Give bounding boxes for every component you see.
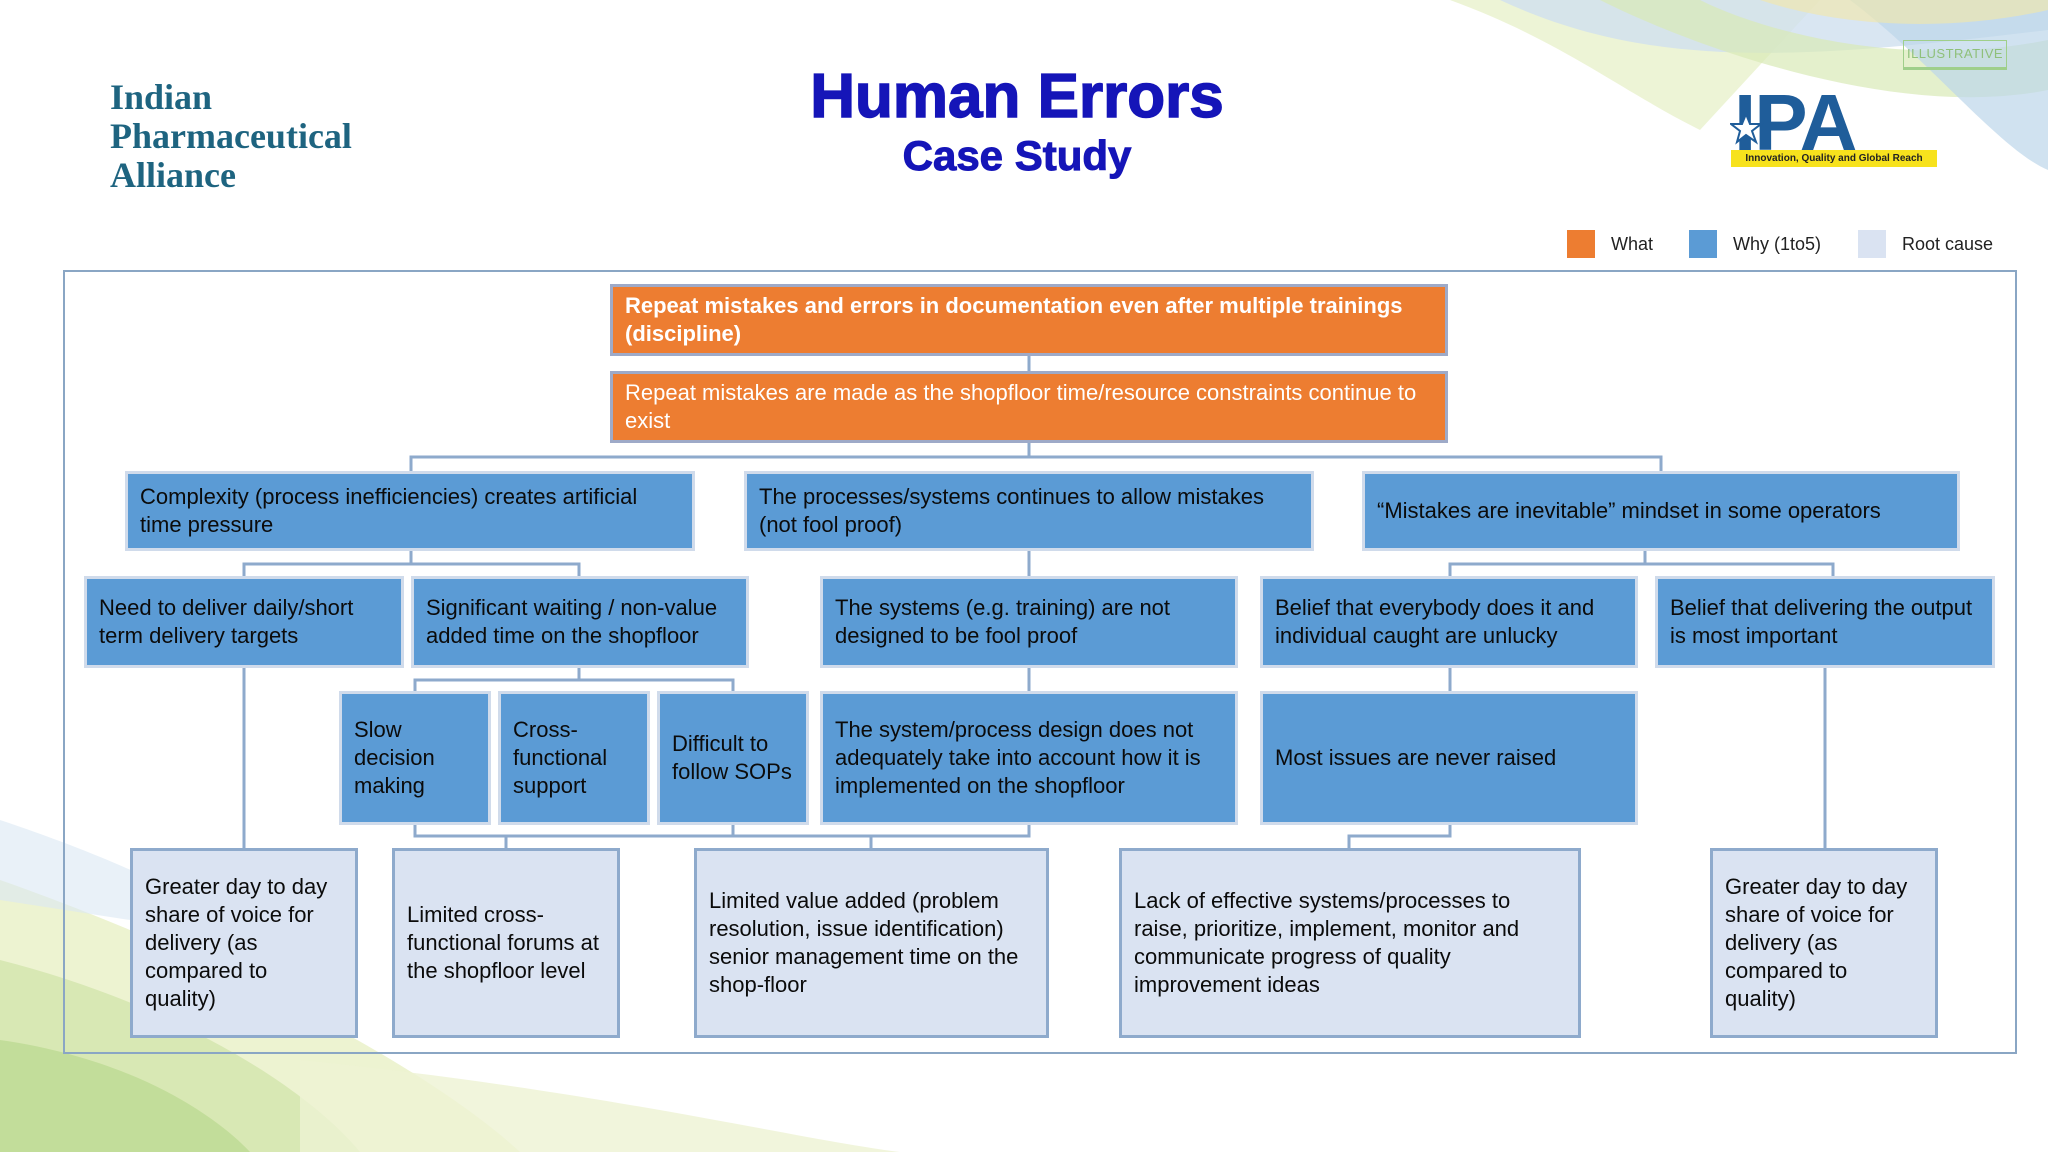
legend-label-root-cause: Root cause [1902,233,1994,254]
what-box-primary: Repeat mistakes and errors in documentat… [610,284,1448,356]
why-l3-cross-functional: Cross-functional support [498,691,650,825]
why-l2-systems-not-fool-proof: The systems (e.g. training) are not desi… [820,576,1238,668]
why-l2-belief-output: Belief that delivering the output is mos… [1655,576,1995,668]
why-l2-waiting-time: Significant waiting / non-value added ti… [411,576,749,668]
why-l1-mindset: “Mistakes are inevitable” mindset in som… [1362,471,1960,551]
legend-swatch-root-cause [1858,230,1886,258]
legend-item-why: Why (1to5) [1689,230,1821,258]
diagram-frame [63,270,2017,1054]
root-cause-quality-systems: Lack of effective systems/processes to r… [1119,848,1581,1038]
root-cause-cross-functional-forums: Limited cross-functional forums at the s… [392,848,620,1038]
root-cause-share-of-voice-left: Greater day to day share of voice for de… [130,848,358,1038]
legend-label-why: Why (1to5) [1733,233,1822,254]
root-cause-management-time: Limited value added (problem resolution,… [694,848,1049,1038]
legend-item-what: What [1567,230,1653,258]
logo-tagline: Innovation, Quality and Global Reach [1731,150,1937,167]
why-l3-process-design: The system/process design does not adequ… [820,691,1238,825]
why-l2-delivery-targets: Need to deliver daily/short term deliver… [84,576,404,668]
why-l1-not-fool-proof: The processes/systems continues to allow… [744,471,1314,551]
why-l2-belief-unlucky: Belief that everybody does it and indivi… [1260,576,1638,668]
why-l1-complexity: Complexity (process inefficiencies) crea… [125,471,695,551]
org-line-1: Indian [110,77,213,117]
legend-swatch-what [1567,230,1595,258]
org-line-3: Alliance [110,155,236,195]
star-icon [1730,111,1764,145]
why-l3-difficult-sops: Difficult to follow SOPs [657,691,809,825]
why-l3-issues-not-raised: Most issues are never raised [1260,691,1638,825]
legend-label-what: What [1611,233,1654,254]
legend-swatch-why [1689,230,1717,258]
legend-item-root-cause: Root cause [1858,230,1993,258]
root-cause-share-of-voice-right: Greater day to day share of voice for de… [1710,848,1938,1038]
organization-name: Indian Pharmaceutical Alliance [110,78,430,195]
page-title: Human Errors [810,61,1225,132]
what-box-secondary: Repeat mistakes are made as the shopfloo… [610,371,1448,443]
page-subtitle: Case Study [902,132,1132,180]
why-l3-slow-decision: Slow decision making [339,691,491,825]
illustrative-badge: ILLUSTRATIVE [1903,40,2007,70]
org-line-2: Pharmaceutical [110,116,352,156]
